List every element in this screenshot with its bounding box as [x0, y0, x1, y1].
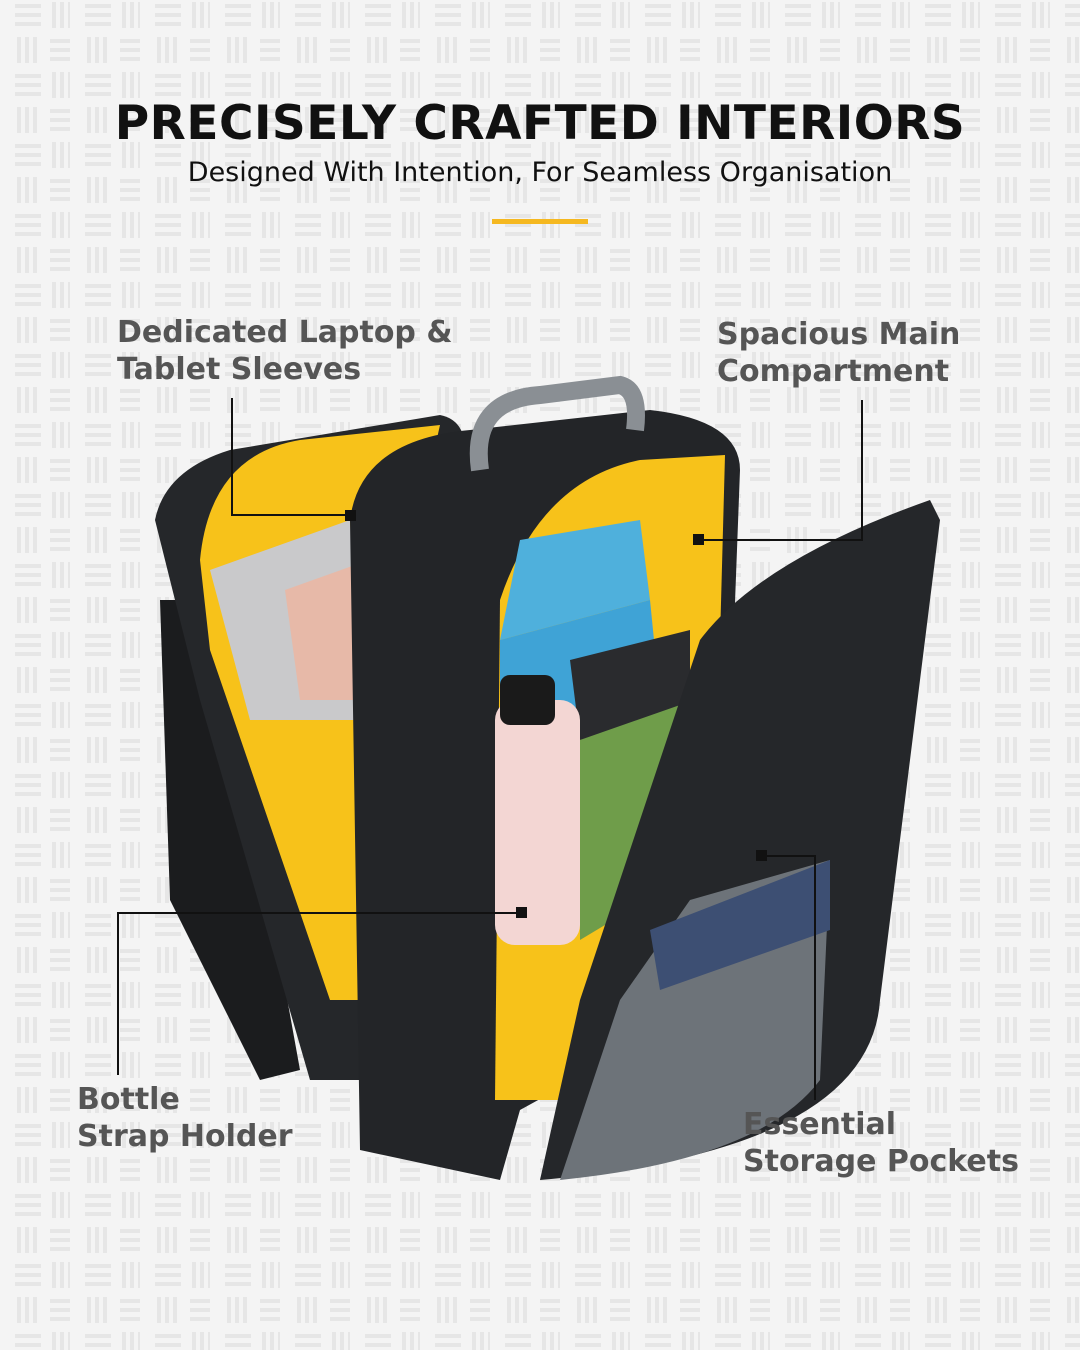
callout-storage-pockets: Essential Storage Pockets: [743, 1106, 1019, 1180]
callout-line1: Dedicated Laptop &: [117, 315, 453, 350]
callout-line1: Bottle: [77, 1082, 180, 1117]
callout-line1: Essential: [743, 1107, 897, 1142]
callout-line2: Strap Holder: [77, 1119, 293, 1154]
callout-line2: Tablet Sleeves: [117, 352, 362, 387]
callout-line2: Storage Pockets: [743, 1144, 1019, 1179]
page-subtitle: Designed With Intention, For Seamless Or…: [187, 157, 893, 188]
accent-divider: [492, 219, 588, 224]
callout-bottle-holder: Bottle Strap Holder: [77, 1081, 293, 1155]
callout-line2: Compartment: [717, 354, 950, 389]
callout-line1: Spacious Main: [717, 317, 961, 352]
callout-laptop-sleeves: Dedicated Laptop & Tablet Sleeves: [117, 314, 453, 388]
callout-main-compartment: Spacious Main Compartment: [717, 316, 960, 390]
page-title: PRECISELY CRAFTED INTERIORS: [114, 96, 966, 151]
